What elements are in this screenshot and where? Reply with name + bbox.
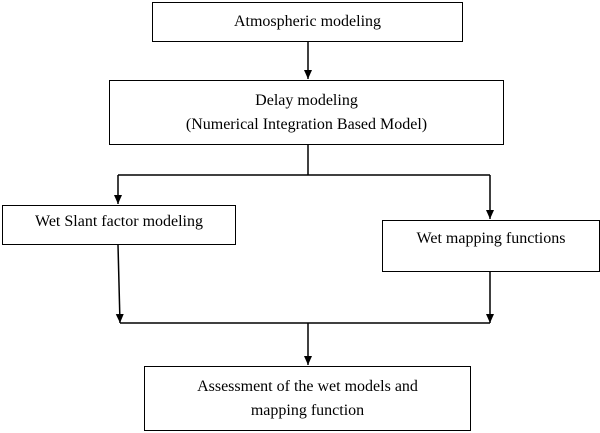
- assessment-label-line1: Assessment of the wet models and: [197, 377, 418, 395]
- assessment-box: Assessment of the wet models and mapping…: [144, 366, 471, 431]
- delay-modeling-label: Delay modeling: [255, 91, 358, 109]
- wet-mapping-functions-box: Wet mapping functions: [382, 220, 600, 272]
- atmospheric-modeling-box: Atmospheric modeling: [152, 2, 463, 42]
- wet-mapping-functions-label: Wet mapping functions: [416, 230, 566, 247]
- delay-modeling-sublabel: (Numerical Integration Based Model): [185, 115, 428, 133]
- delay-modeling-box: Delay modeling (Numerical Integration Ba…: [109, 80, 504, 145]
- wet-slant-factor-label: Wet Slant factor modeling: [35, 213, 203, 230]
- assessment-label-line2: mapping function: [250, 401, 365, 419]
- wet-slant-factor-box: Wet Slant factor modeling: [2, 205, 236, 245]
- arrow-slant-to-merge: [115, 244, 124, 324]
- atmospheric-modeling-label: Atmospheric modeling: [233, 13, 382, 30]
